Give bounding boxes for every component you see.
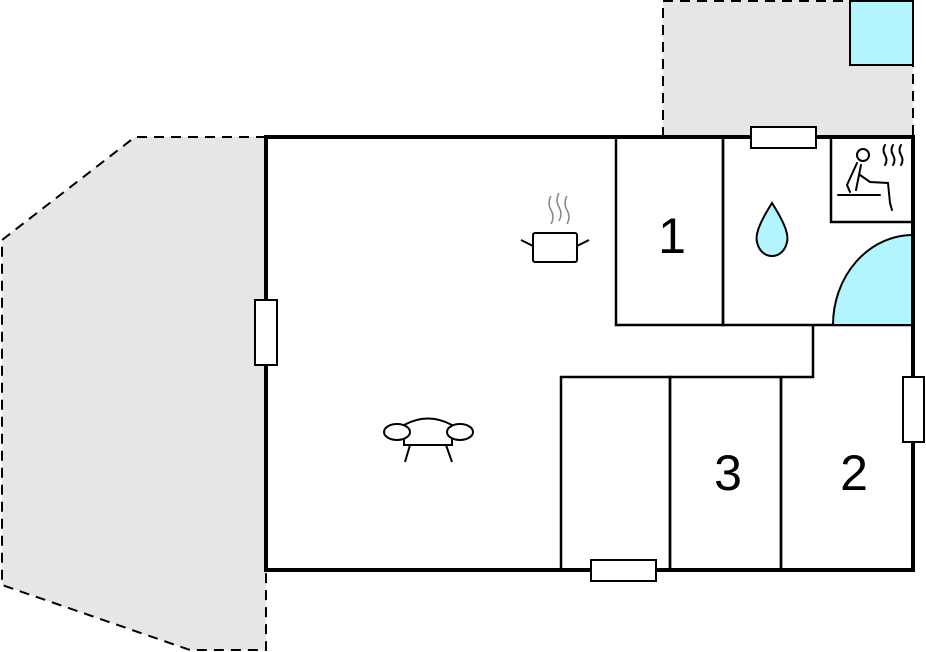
shower-icon xyxy=(831,233,914,326)
left-terrace-outline xyxy=(1,136,267,651)
house-interior xyxy=(266,137,913,570)
room-label-1: 1 xyxy=(658,208,686,264)
room-label-3: 3 xyxy=(714,445,742,501)
sofa-icon xyxy=(383,417,474,463)
room-label-2: 2 xyxy=(840,445,868,501)
windows xyxy=(254,126,925,582)
hot-tub xyxy=(849,0,914,66)
left-terrace xyxy=(2,137,266,650)
top-terrace-outline xyxy=(662,0,914,137)
sauna-icon xyxy=(837,144,904,211)
water-drop-icon xyxy=(755,201,789,258)
cooking-pot-icon xyxy=(520,192,590,263)
